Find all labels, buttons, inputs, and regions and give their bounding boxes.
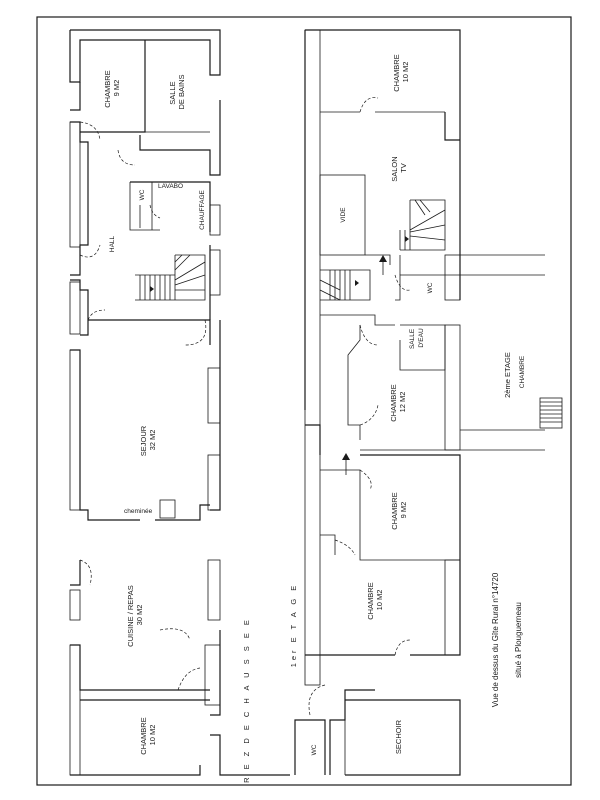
label-cuisine: CUISINE / REPAS 30 M2 (126, 583, 144, 647)
caption-line1: Vue de dessus du Gîte Rural n°14720 (491, 572, 500, 707)
label-chambre-10-ground: CHAMBRE 10 M2 (139, 715, 157, 755)
first-floor-walls (304, 29, 563, 686)
label-wc-first: WC (427, 282, 434, 293)
label-sejour: SEJOUR 32 M2 (139, 424, 157, 457)
label-wc-ground: WC (139, 189, 146, 200)
label-chambre-10-first: CHAMBRE 10 M2 (366, 580, 384, 620)
door-swings (79, 97, 411, 716)
vide-block (319, 174, 366, 256)
page-border (36, 16, 572, 786)
label-chambre-12: CHAMBRE 12 M2 (389, 382, 407, 422)
cheminee-box (159, 499, 176, 519)
label-cheminee: cheminée (124, 508, 153, 515)
salon-stairs (399, 199, 446, 251)
label-lavabo: LAVABO (158, 183, 183, 190)
label-chambre-10-top: CHAMBRE 10 M2 (392, 52, 410, 92)
label-hall: HALL (109, 235, 116, 252)
label-salle-deau: SALLE D'EAU (409, 327, 425, 349)
ground-floor-walls (69, 29, 461, 776)
ground-stairs (135, 254, 206, 301)
label-salon-tv: SALON TV (390, 154, 408, 182)
label-salle-de-bains: SALLE DE BAINS (168, 74, 186, 109)
section-title-second: 2ème ETAGE (503, 352, 512, 398)
label-chauffage: CHAUFFAGE (199, 189, 206, 229)
section-title-first: 1er E T A G E (289, 583, 298, 668)
label-chambre-9: CHAMBRE 9 M2 (103, 68, 121, 108)
second-floor-stairs (539, 397, 563, 429)
label-vide: VIDE (340, 207, 347, 223)
label-chambre-second: CHAMBRE (519, 355, 526, 388)
label-chambre-9-first: CHAMBRE 9 M2 (390, 490, 408, 530)
caption-line2: situé à Plouguerneau (514, 602, 523, 678)
label-sechoir: SECHOIR (394, 719, 403, 754)
section-title-ground: R E Z D E C H A U S S E E (242, 617, 251, 783)
label-wc-bottom: WC (311, 744, 318, 755)
middle-stairs (319, 269, 371, 301)
